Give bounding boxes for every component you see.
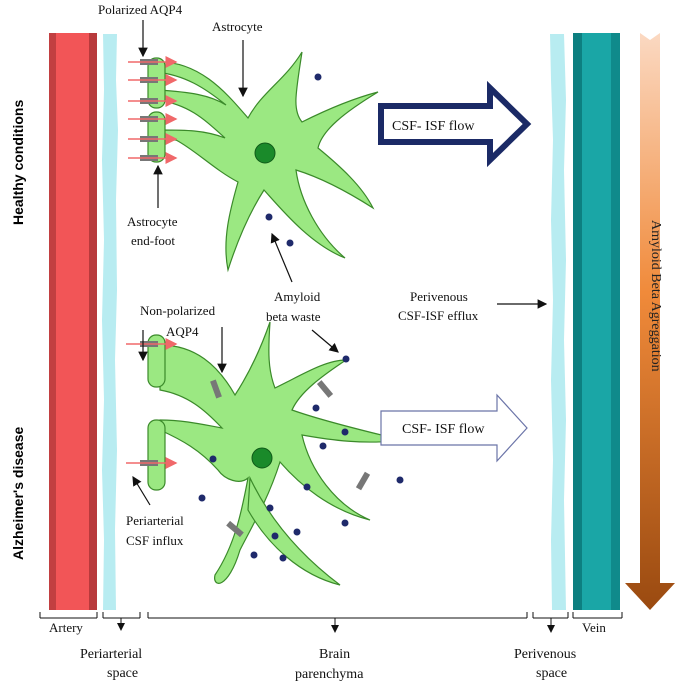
brain-parenchyma-label-1: Brain: [319, 647, 350, 662]
csf-isf-flow-label-disease: CSF- ISF flow: [402, 422, 485, 437]
csf-isf-flow-label-healthy: CSF- ISF flow: [392, 119, 475, 134]
perivenous-efflux-label-1: Perivenous: [410, 289, 468, 304]
vein-label: Vein: [582, 620, 606, 635]
amyloid-dots-healthy: [265, 73, 322, 247]
periarterial-space-label-2: space: [107, 666, 138, 681]
csf-isf-flow-arrow-healthy: [378, 80, 532, 168]
brain-parenchyma-label-2: parenchyma: [295, 667, 364, 682]
csf-isf-flow-arrow-disease: [380, 393, 528, 463]
periarterial-space: [102, 34, 118, 610]
amyloid-aggregation-arrow: [625, 33, 675, 610]
astrocyte-healthy: [147, 51, 379, 273]
perivenous-space: [550, 34, 566, 610]
astrocyte-label: Astrocyte: [212, 19, 263, 34]
perivenous-efflux-label-2: CSF-ISF efflux: [398, 308, 479, 323]
nucleus-disease: [251, 447, 273, 469]
non-polarized-label-2: AQP4: [166, 324, 199, 339]
csf-influx-arrows-healthy: [128, 56, 178, 164]
polarized-aqp4-label: Polarized AQP4: [98, 2, 183, 17]
bottom-brackets: [39, 612, 623, 633]
amyloid-aggregation-label: Amyloid Beta Agreggation: [648, 220, 663, 372]
periarterial-influx-label-1: Periarterial: [126, 513, 184, 528]
periarterial-influx-label-2: CSF influx: [126, 533, 184, 548]
amyloid-label-2: beta waste: [266, 309, 321, 324]
perivenous-space-label-2: space: [536, 666, 567, 681]
astrocyte-endfoot-label-1: Astrocyte: [127, 214, 178, 229]
perivenous-space-label-1: Perivenous: [514, 647, 576, 662]
healthy-conditions-label: Healthy conditions: [10, 100, 26, 225]
csf-influx-arrows-disease: [126, 338, 178, 469]
amyloid-label-1: Amyloid: [274, 289, 321, 304]
amyloid-dots-disease: [198, 355, 404, 562]
astrocyte-disease: [147, 321, 403, 586]
vein: [573, 33, 620, 610]
nucleus-healthy: [254, 142, 276, 164]
periarterial-space-label-1: Periarterial: [80, 647, 142, 662]
non-polarized-label-1: Non-polarized: [140, 303, 216, 318]
alzheimers-disease-label: Alzheimer's disease: [10, 426, 26, 560]
astrocyte-endfoot-label-2: end-foot: [131, 233, 175, 248]
artery: [49, 33, 97, 610]
artery-label: Artery: [49, 620, 83, 635]
